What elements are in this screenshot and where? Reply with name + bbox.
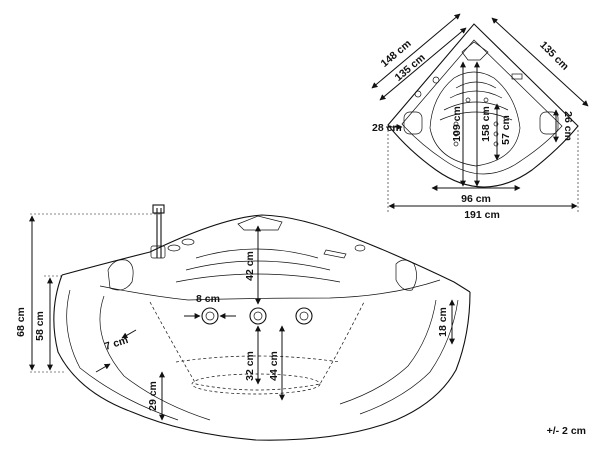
label-57: 57 cm	[500, 115, 512, 145]
top-view-headrest-left	[403, 111, 423, 135]
side-view-headrest-right	[395, 259, 417, 291]
jet-icon	[201, 307, 313, 325]
top-view-inner-rim	[401, 39, 563, 175]
label-158: 158 cm	[480, 106, 492, 142]
side-view-basin-hidden	[175, 355, 341, 363]
control-knob-icon	[167, 238, 366, 252]
side-view: 68 cm 58 cm 42 cm 8 cm 7 cm 32 cm 44 cm …	[15, 204, 471, 441]
side-view-basin-rim	[99, 279, 441, 301]
label-18: 18 cm	[437, 307, 449, 337]
side-view-ridge	[195, 248, 319, 259]
dim-line-7-top	[121, 329, 137, 339]
dim-line-135-inner	[379, 27, 467, 101]
label-191: 191 cm	[464, 209, 500, 221]
top-view-control	[414, 90, 422, 98]
label-42: 42 cm	[244, 251, 256, 281]
label-8: 8 cm	[196, 293, 220, 305]
top-view-headrest-right	[539, 111, 559, 135]
label-44: 44 cm	[268, 351, 280, 381]
tolerance-note: +/- 2 cm	[546, 425, 586, 437]
dim-line-7-bottom	[95, 363, 111, 373]
label-58: 58 cm	[34, 311, 46, 341]
label-26: 26 cm	[562, 111, 574, 141]
side-view-headrest-left	[107, 259, 134, 291]
label-135-right: 135 cm	[537, 39, 571, 73]
label-68: 68 cm	[15, 307, 27, 337]
faucet-icon	[150, 204, 166, 259]
label-7: 7 cm	[103, 334, 129, 353]
side-view-panel	[99, 295, 211, 421]
side-view-headrest-back	[237, 215, 283, 231]
label-32: 32 cm	[244, 351, 256, 381]
side-view-rim	[61, 214, 471, 293]
label-28: 28 cm	[372, 122, 402, 134]
side-view-panel	[66, 289, 179, 421]
top-view-ridge	[455, 81, 497, 89]
side-view-skirt	[53, 274, 471, 441]
top-view: 148 cm 135 cm 135 cm 109 cm 158 cm 57 cm…	[371, 13, 589, 221]
top-view-ridge	[449, 90, 503, 99]
side-view-basin-floor	[191, 373, 321, 395]
top-view-headrest-top	[461, 41, 489, 61]
side-view-panel-control	[323, 249, 347, 259]
dim-line-135-right	[491, 17, 589, 107]
label-109: 109 cm	[451, 106, 463, 142]
side-view-basin-hidden	[149, 301, 365, 391]
label-29: 29 cm	[147, 381, 159, 411]
top-view-control	[432, 76, 440, 84]
side-view-panel	[339, 299, 437, 405]
label-96: 96 cm	[461, 193, 491, 205]
dim-line-148	[371, 13, 461, 89]
